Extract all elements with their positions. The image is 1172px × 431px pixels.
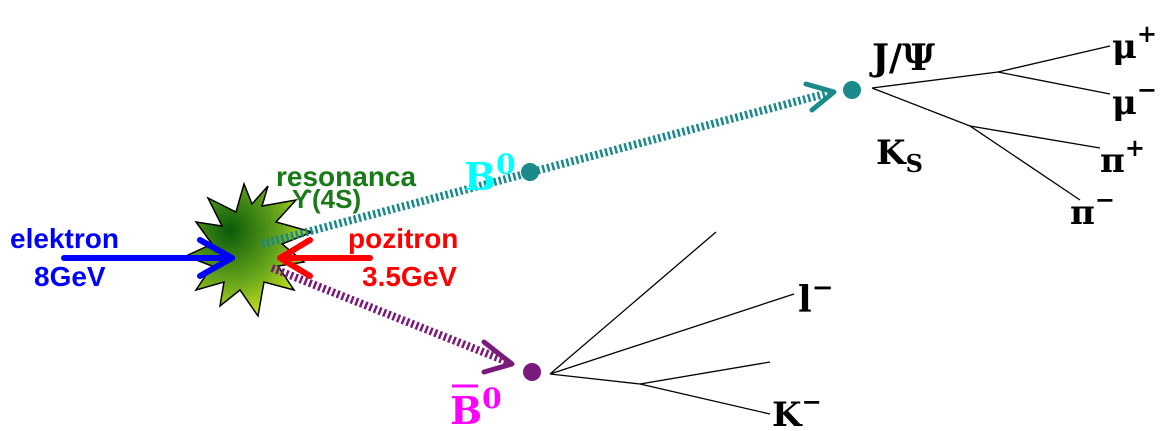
electron-energy-label: 8GeV xyxy=(34,261,106,292)
electron-name-label: elektron xyxy=(10,223,119,254)
b0-decay-vertex-dot xyxy=(843,81,861,99)
resonance-name-label: resonanca xyxy=(276,161,416,192)
mu-minus-label: μ− xyxy=(1112,75,1157,123)
positron-energy-label: 3.5GeV xyxy=(362,261,457,292)
pi-minus-label: π− xyxy=(1070,185,1115,233)
b0bar-label: B0 xyxy=(450,382,502,431)
b0bar-track xyxy=(270,264,515,375)
b0-track xyxy=(260,81,837,248)
b0-label: B0 xyxy=(464,148,516,199)
b0bar-decay-vertex-dot xyxy=(523,363,541,381)
svg-text:B0: B0 xyxy=(450,382,502,431)
kaon-minus-label: K− xyxy=(772,387,822,431)
pi-plus-label: π+ xyxy=(1100,133,1145,181)
positron-arrow xyxy=(277,237,373,279)
electron-arrow xyxy=(61,237,235,279)
b0-vertex-dot xyxy=(521,163,539,181)
mu-plus-label: μ+ xyxy=(1112,19,1157,67)
positron-name-label: pozitron xyxy=(348,223,458,254)
jpsi-decay-lines xyxy=(871,45,1111,201)
resonance-state-label: ϒ(4S) xyxy=(292,184,361,214)
ks-label: KS xyxy=(876,133,923,178)
b0bar-decay-lines xyxy=(549,231,795,415)
lepton-minus-label: l− xyxy=(798,273,833,321)
jpsi-label: J/Ψ xyxy=(869,37,935,79)
